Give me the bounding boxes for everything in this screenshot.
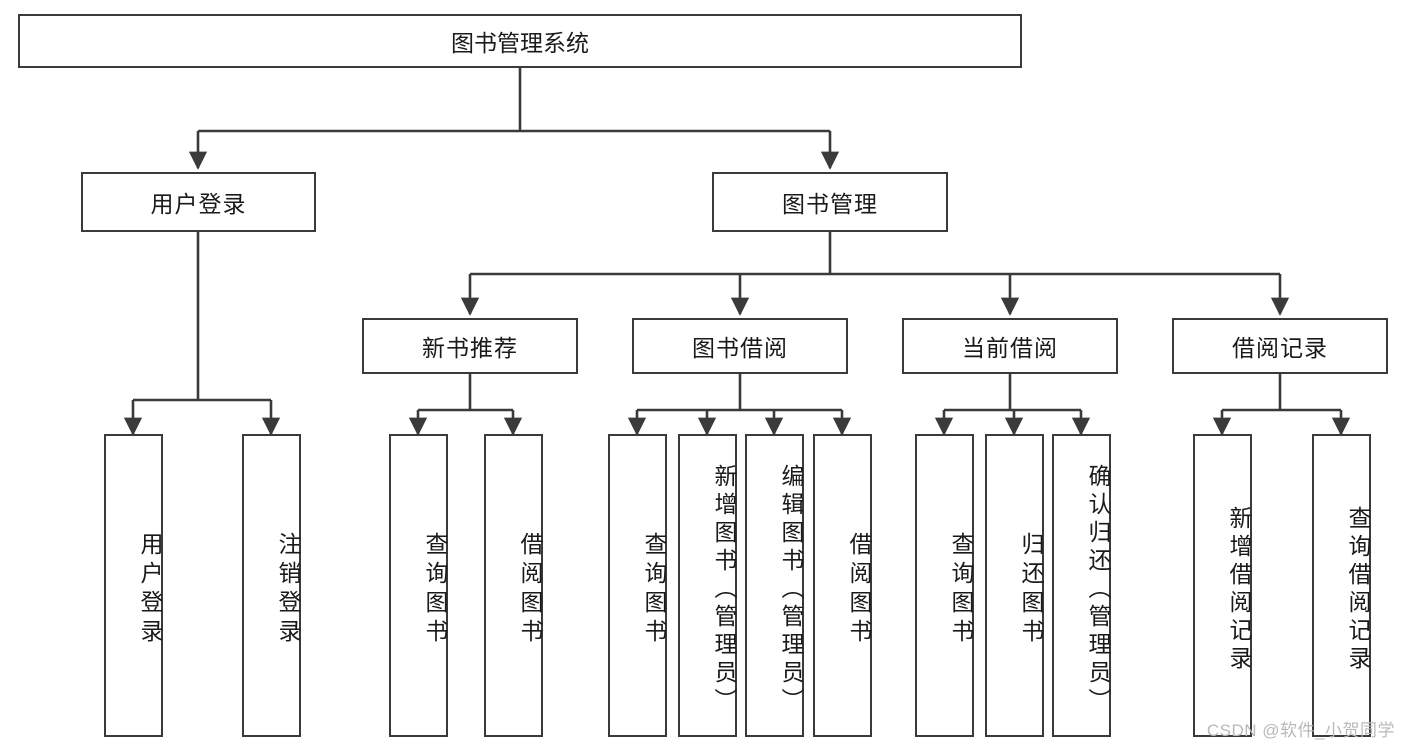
leaf-borrow-add-book-admin[interactable]: 新增图书（管理员） <box>678 434 737 737</box>
node-label: 借阅记录 <box>1232 335 1328 361</box>
node-current-borrow[interactable]: 当前借阅 <box>902 318 1118 374</box>
node-label: 借阅图书 <box>846 531 872 648</box>
node-label: 借阅图书 <box>517 531 543 648</box>
leaf-current-confirm-return-admin[interactable]: 确认归还（管理员） <box>1052 434 1111 737</box>
node-label: 图书管理系统 <box>451 30 589 56</box>
leaf-recommend-query-book[interactable]: 查询图书 <box>389 434 448 737</box>
node-label: 新增图书（管理员） <box>711 463 737 716</box>
leaf-user-login-logout[interactable]: 注销登录 <box>242 434 301 737</box>
node-label: 确认归还（管理员） <box>1085 463 1111 716</box>
leaf-recommend-borrow-book[interactable]: 借阅图书 <box>484 434 543 737</box>
node-label: 查询借阅记录 <box>1345 505 1371 674</box>
node-borrow-record[interactable]: 借阅记录 <box>1172 318 1388 374</box>
node-label: 新书推荐 <box>422 335 518 361</box>
node-root-system[interactable]: 图书管理系统 <box>18 14 1022 68</box>
node-label: 新增借阅记录 <box>1226 505 1252 674</box>
leaf-borrow-borrow-book[interactable]: 借阅图书 <box>813 434 872 737</box>
node-label: 注销登录 <box>275 531 301 648</box>
node-label: 归还图书 <box>1018 531 1044 648</box>
node-label: 图书管理 <box>782 191 878 217</box>
leaf-record-query-record[interactable]: 查询借阅记录 <box>1312 434 1371 737</box>
leaf-record-add-record[interactable]: 新增借阅记录 <box>1193 434 1252 737</box>
node-book-borrow[interactable]: 图书借阅 <box>632 318 848 374</box>
node-label: 用户登录 <box>137 531 163 648</box>
leaf-user-login-login[interactable]: 用户登录 <box>104 434 163 737</box>
node-label: 图书借阅 <box>692 335 788 361</box>
node-book-management[interactable]: 图书管理 <box>712 172 948 232</box>
node-user-login[interactable]: 用户登录 <box>81 172 316 232</box>
leaf-borrow-edit-book-admin[interactable]: 编辑图书（管理员） <box>745 434 804 737</box>
node-label: 用户登录 <box>150 191 247 217</box>
node-label: 当前借阅 <box>962 335 1058 361</box>
leaf-current-query-book[interactable]: 查询图书 <box>915 434 974 737</box>
node-label: 查询图书 <box>641 531 667 648</box>
leaf-borrow-query-book[interactable]: 查询图书 <box>608 434 667 737</box>
node-label: 编辑图书（管理员） <box>778 463 804 716</box>
watermark-text: CSDN @软件_小贺同学 <box>1206 721 1395 740</box>
node-new-book-recommend[interactable]: 新书推荐 <box>362 318 578 374</box>
node-label: 查询图书 <box>422 531 448 648</box>
leaf-current-return-book[interactable]: 归还图书 <box>985 434 1044 737</box>
node-label: 查询图书 <box>948 531 974 648</box>
